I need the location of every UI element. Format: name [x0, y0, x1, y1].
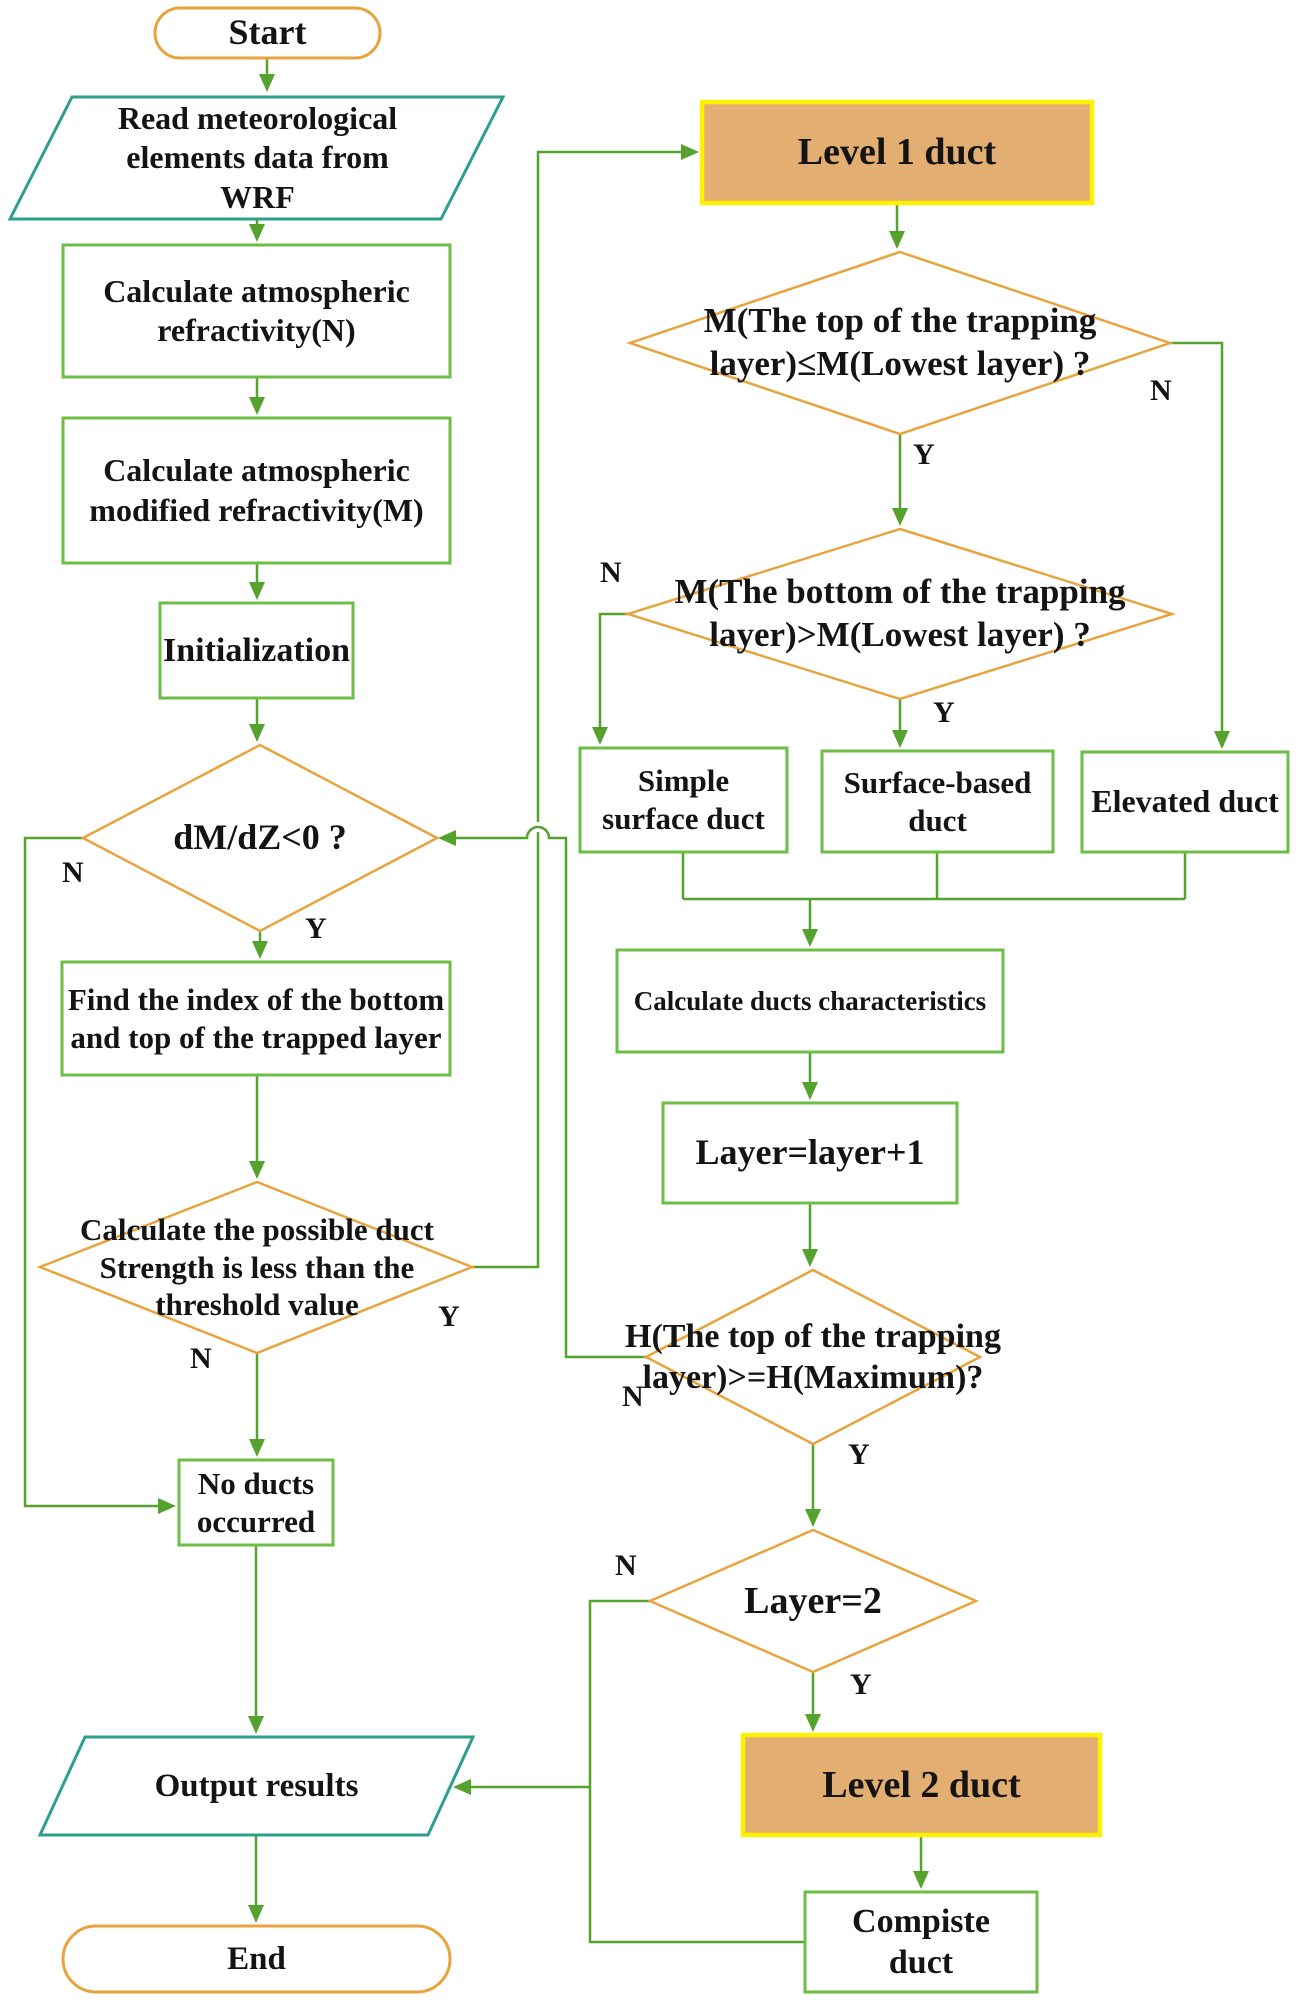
surface-duct-process-shape: [820, 749, 1055, 854]
threshold-decision-shape: [36, 1180, 476, 1355]
edge-hmax-no-dmdz: [438, 825, 646, 1359]
calc-ducts-process-shape: [615, 948, 1005, 1054]
elevated-duct-process-shape: [1080, 750, 1290, 854]
calc-m-process-shape: [61, 416, 452, 565]
read-wrf-io-shape: [7, 95, 506, 221]
compiste-duct-process-shape: [803, 1890, 1039, 1994]
hmax-decision-shape: [643, 1268, 983, 1446]
edge-layer2-no-junction: [588, 1599, 650, 1787]
edge-d1-no-elevated: [1170, 341, 1230, 749]
edge-threshold-yes-level1: [472, 144, 699, 1269]
no-ducts-process-shape: [177, 1458, 335, 1547]
level2-duct-shape: [740, 1732, 1103, 1838]
edge-dmdz-no-noducts: [23, 836, 176, 1514]
find-index-process-shape: [60, 960, 452, 1077]
edge-compiste-junction: [588, 1787, 805, 1944]
level1-duct-shape: [699, 99, 1095, 206]
calc-n-process-shape: [61, 243, 452, 379]
d1-decision-shape: [626, 250, 1174, 436]
layer-inc-process-shape: [661, 1101, 959, 1205]
output-io-shape: [37, 1735, 476, 1837]
end-terminal-shape: [61, 1924, 452, 1994]
simple-duct-process-shape: [578, 746, 789, 854]
dmdz-decision-shape: [80, 743, 440, 933]
layer2-decision-shape: [646, 1528, 980, 1674]
edge-d2-no-simple: [592, 612, 628, 745]
initialization-process-shape: [158, 601, 355, 700]
d2-decision-shape: [623, 527, 1177, 701]
start-terminal-shape: [153, 6, 382, 60]
